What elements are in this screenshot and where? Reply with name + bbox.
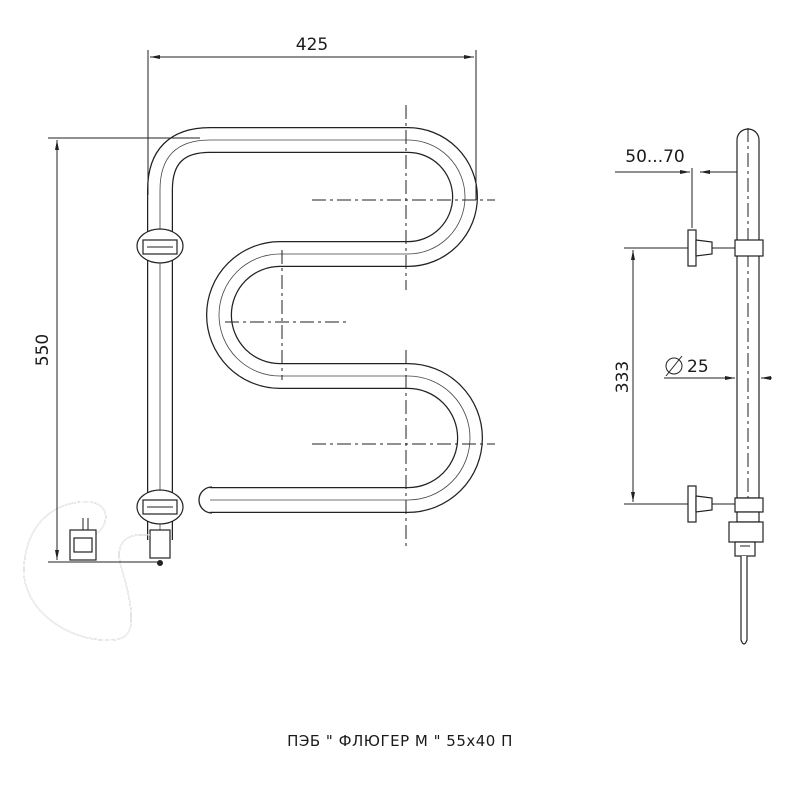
width-dimension: 425 — [147, 35, 477, 200]
height-dimension: 550 — [33, 137, 200, 563]
height-label: 550 — [33, 334, 53, 366]
offset-label: 50...70 — [625, 147, 684, 167]
diameter-label: 25 — [687, 357, 709, 377]
diameter-symbol-icon — [665, 355, 683, 377]
side-heater-head — [728, 511, 764, 645]
lower-wall-bracket — [136, 489, 184, 525]
width-label: 425 — [296, 35, 328, 55]
spacing-dimension: 333 — [613, 247, 688, 505]
side-tube — [736, 128, 760, 499]
front-view: 425 550 — [23, 35, 495, 641]
side-lower-mount — [687, 485, 764, 523]
side-upper-mount — [687, 229, 764, 267]
side-view: 50...70 333 25 — [613, 128, 772, 645]
upper-wall-bracket — [136, 228, 184, 264]
spacing-label: 333 — [613, 361, 633, 393]
offset-dimension: 50...70 — [615, 147, 737, 228]
diameter-dimension: 25 — [664, 355, 772, 380]
plug-icon — [69, 518, 97, 561]
power-cable — [23, 501, 151, 641]
heater-end-cap — [149, 529, 171, 566]
center-lines — [225, 105, 495, 548]
towel-rail-tube — [147, 127, 483, 540]
product-caption: ПЭБ " ФЛЮГЕР М " 55х40 П — [287, 732, 513, 750]
